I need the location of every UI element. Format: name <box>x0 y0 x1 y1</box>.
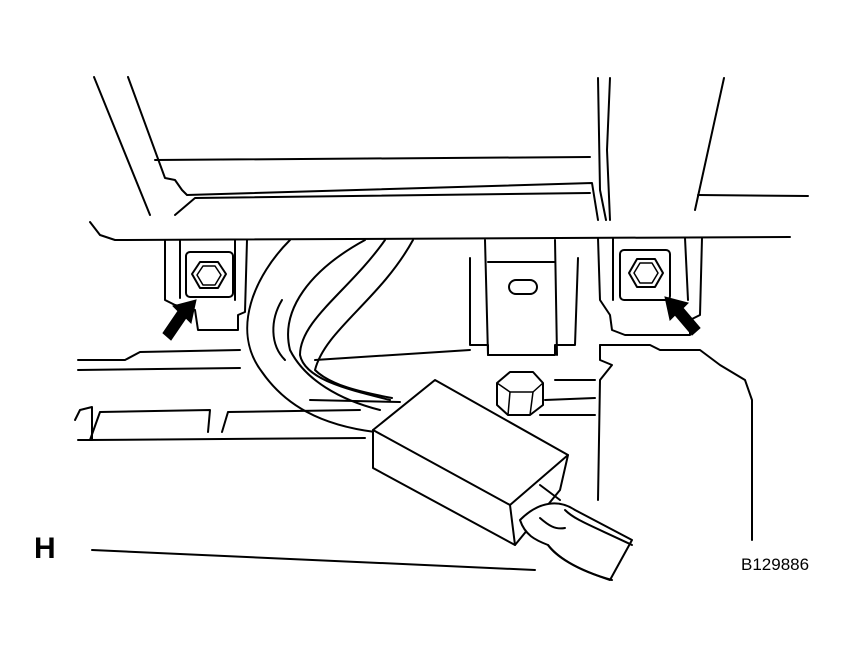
arrow-pointer-icon <box>162 299 197 341</box>
center-bracket <box>469 239 579 356</box>
figure-code: B129886 <box>741 555 810 574</box>
bolt-hex-icon <box>628 258 664 288</box>
wire-harness <box>246 239 414 433</box>
step-letter: H <box>34 532 56 565</box>
bolt-hex-icon <box>191 261 227 289</box>
arrow-pointer-icon <box>664 296 701 336</box>
hex-nut <box>496 371 544 416</box>
connector <box>372 379 569 546</box>
floor-line <box>91 549 536 571</box>
slot-hole <box>508 279 538 295</box>
lower-frame <box>74 344 753 541</box>
upper-frame <box>89 76 809 241</box>
hand <box>519 502 633 581</box>
